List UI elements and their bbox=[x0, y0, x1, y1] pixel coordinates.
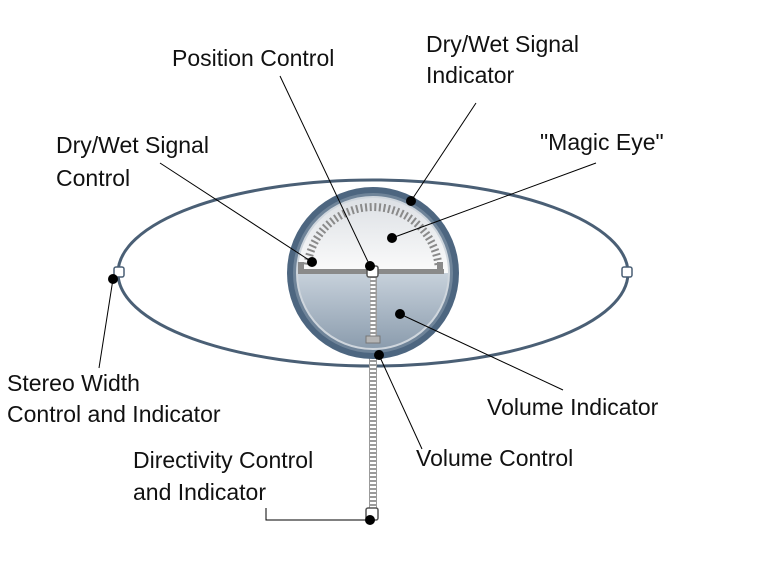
dot-volume-indicator bbox=[395, 309, 405, 319]
leader-volume-control bbox=[378, 354, 423, 450]
dial-tick bbox=[403, 211, 409, 220]
label-directivity: Directivity Control and Indicator bbox=[133, 447, 320, 505]
dot-drywet-control bbox=[307, 257, 317, 267]
volume-slider[interactable] bbox=[365, 335, 381, 344]
dial-tick bbox=[329, 217, 336, 225]
dial-tick bbox=[429, 243, 438, 249]
dial-tick bbox=[422, 231, 431, 238]
stereo-width-handle-left[interactable] bbox=[113, 266, 125, 278]
label-stereo-width: Stereo Width Control and Indicator bbox=[7, 370, 221, 427]
dot-magic-eye bbox=[387, 233, 397, 243]
dial-tick bbox=[430, 248, 440, 253]
dot-directivity bbox=[365, 515, 375, 525]
dial-tick bbox=[308, 243, 317, 249]
dial-tick bbox=[427, 239, 436, 245]
dial-tick bbox=[406, 214, 413, 223]
dial-tick bbox=[306, 248, 316, 253]
dial-tick bbox=[359, 203, 364, 213]
leader-volume-indicator bbox=[399, 313, 564, 391]
dial-tick bbox=[387, 204, 391, 214]
dial-tick bbox=[350, 206, 355, 215]
dot-drywet-indicator bbox=[406, 196, 416, 206]
dial-tick bbox=[433, 257, 442, 262]
dial-tick bbox=[315, 231, 324, 238]
dial-tick bbox=[333, 214, 340, 223]
dial-tick bbox=[419, 227, 428, 234]
dial-tick bbox=[382, 203, 387, 213]
dial-tick bbox=[395, 207, 401, 216]
dot-volume-control bbox=[374, 350, 384, 360]
dial-tick bbox=[410, 217, 417, 225]
dial-tick bbox=[337, 211, 343, 220]
stereo-width-handle-right[interactable] bbox=[621, 266, 633, 278]
dial-tick bbox=[425, 235, 433, 241]
dial-tick bbox=[318, 227, 327, 234]
label-drywet-control: Dry/Wet Signal Control bbox=[56, 132, 215, 191]
leader-drywet-control bbox=[159, 162, 313, 263]
leader-magic-eye bbox=[391, 162, 597, 239]
dial-tick bbox=[364, 203, 368, 212]
label-volume-control: Volume Control bbox=[416, 445, 573, 471]
dial-tick bbox=[305, 252, 314, 257]
dial-tick bbox=[345, 207, 351, 216]
label-position-control: Position Control bbox=[172, 45, 334, 71]
dial-tick bbox=[325, 220, 333, 228]
dial-tick bbox=[413, 220, 421, 228]
dial-tick bbox=[341, 209, 347, 218]
dial-tick bbox=[399, 209, 405, 218]
label-volume-indicator: Volume Indicator bbox=[487, 394, 659, 420]
label-drywet-indicator: Dry/Wet Signal Indicator bbox=[426, 31, 585, 88]
callout-dots bbox=[108, 196, 416, 525]
directivity-track bbox=[369, 340, 377, 512]
leader-lines bbox=[98, 75, 597, 521]
dial-tick bbox=[313, 235, 321, 241]
leader-directivity bbox=[265, 508, 370, 521]
dial-tick bbox=[355, 204, 359, 214]
dial-tick bbox=[378, 203, 382, 212]
leader-position-control bbox=[279, 75, 371, 267]
dial-tick bbox=[321, 223, 330, 231]
dial-tick bbox=[391, 206, 396, 215]
dot-position-control bbox=[365, 261, 375, 271]
label-magic-eye: "Magic Eye" bbox=[540, 129, 664, 155]
dial-tick bbox=[310, 239, 319, 245]
dial-tick bbox=[432, 252, 441, 257]
dot-stereo-width bbox=[108, 274, 118, 284]
leader-stereo-width bbox=[98, 278, 114, 369]
leader-drywet-indicator bbox=[410, 102, 477, 202]
